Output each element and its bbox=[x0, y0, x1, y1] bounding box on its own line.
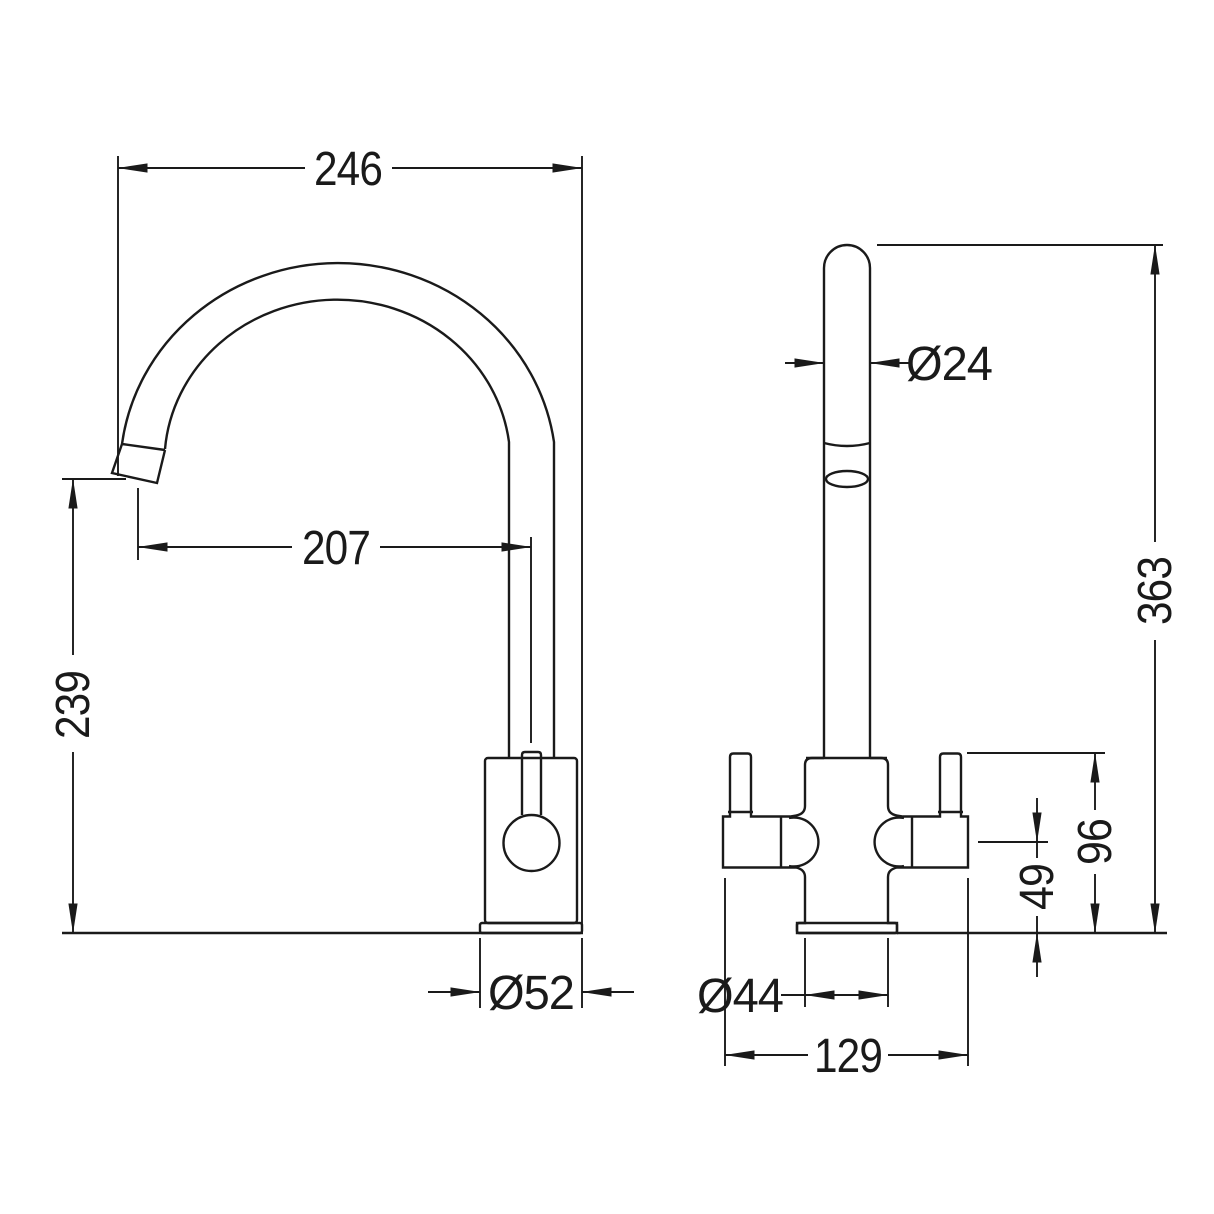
dim-label-spout-outlet-height: 239 bbox=[47, 671, 100, 739]
aerator-ellipse bbox=[824, 469, 870, 489]
body-outline-front bbox=[721, 752, 970, 935]
base-flange-front bbox=[795, 921, 899, 935]
spout-inner-curve bbox=[163, 298, 511, 758]
dim-label-lever-top-height: 96 bbox=[1069, 819, 1122, 865]
faucet-body-side bbox=[483, 756, 579, 925]
aerator-band-line bbox=[823, 441, 871, 448]
front-view-dimensions: Ø24 363 96 49 Ø44 129 bbox=[697, 244, 1182, 1083]
right-valve-dome bbox=[873, 816, 905, 868]
dim-label-overall-width: 246 bbox=[314, 143, 382, 196]
left-valve-dome bbox=[788, 816, 820, 868]
spout-nozzle-tip bbox=[110, 443, 167, 485]
dim-label-handle-center-height: 49 bbox=[1011, 864, 1064, 910]
handle-knob-side bbox=[502, 813, 561, 873]
side-view bbox=[62, 261, 584, 935]
dim-label-body-diameter: Ø44 bbox=[697, 970, 783, 1023]
spout-riser-tube bbox=[822, 243, 872, 758]
dim-label-spout-reach: 207 bbox=[302, 522, 370, 575]
dim-label-spout-tube-diameter: Ø24 bbox=[906, 338, 992, 391]
side-view-dimensions: 246 239 207 Ø52 bbox=[47, 143, 634, 1020]
base-flange-side bbox=[478, 921, 584, 935]
front-view bbox=[721, 243, 1167, 935]
dim-label-overall-height: 363 bbox=[1129, 557, 1182, 625]
spout-nozzle-joint bbox=[121, 442, 166, 452]
spout-outer-curve bbox=[120, 261, 556, 758]
dim-label-base-diameter: Ø52 bbox=[488, 967, 574, 1020]
lever-stem-side bbox=[520, 750, 543, 815]
dim-label-handle-span: 129 bbox=[814, 1030, 882, 1083]
